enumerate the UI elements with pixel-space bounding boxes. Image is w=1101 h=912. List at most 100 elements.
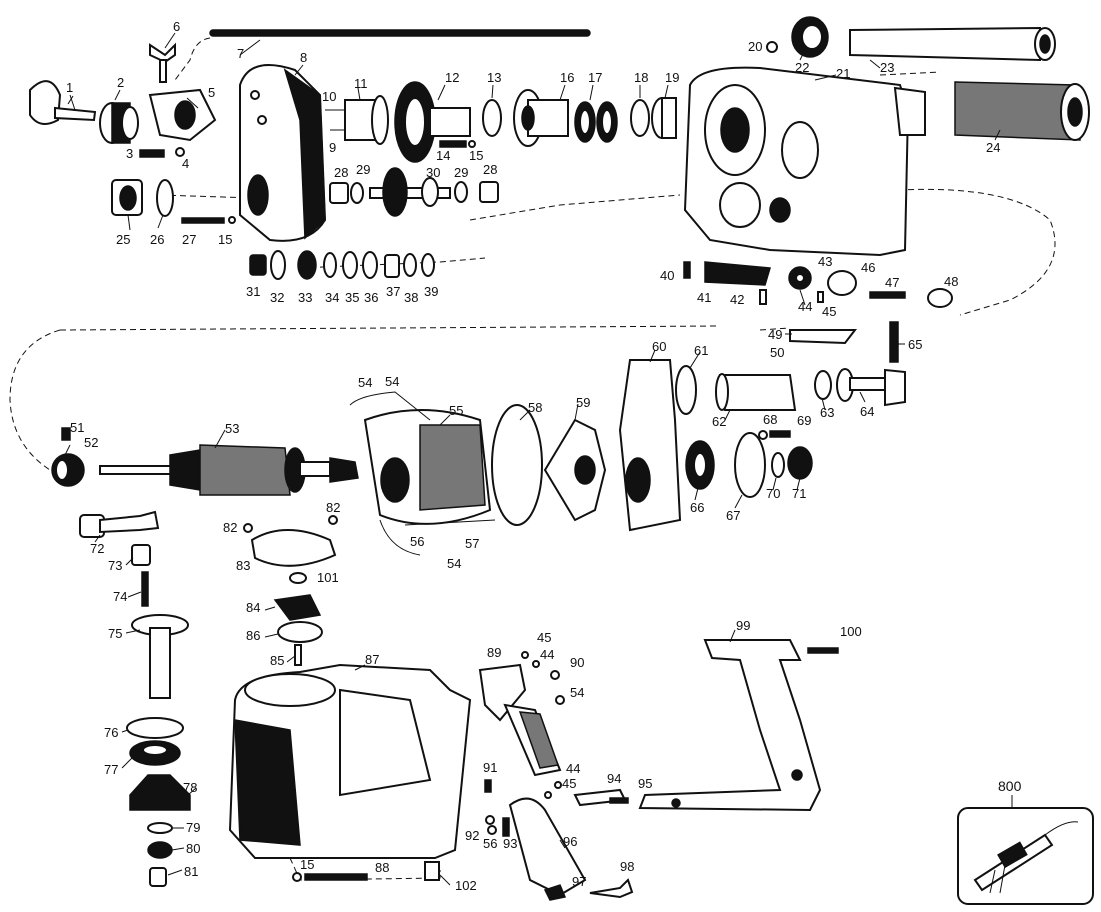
part-44-screw-c [554,781,562,789]
part-18-ring [630,99,650,137]
callout-2: 2 [117,75,124,90]
callout-63: 63 [820,405,834,420]
callout-36: 36 [364,290,378,305]
callout-97: 97 [572,874,586,889]
part-69-screw [769,430,791,438]
part-44-screw-b [532,660,540,668]
callout-800: 800 [998,778,1022,794]
callout-28b: 28 [483,162,497,177]
part-40-spring [683,261,691,279]
part-43-washer-hole [795,273,805,283]
callout-29: 29 [356,162,370,177]
part-66-bearing [685,440,715,490]
part-77-bearing [129,740,181,766]
callout-86: 86 [246,628,260,643]
part-7-depth-rod [209,29,591,37]
callout-68: 68 [763,412,777,427]
callout-15b: 15 [218,232,232,247]
part-75-crank-gear [131,614,189,699]
callout-85: 85 [270,653,284,668]
part-59-fan [543,418,607,522]
callout-101: 101 [317,570,339,585]
part-28-bushing [329,182,349,204]
callout-79: 79 [186,820,200,835]
callout-64: 64 [860,404,874,419]
part-68-washer [758,430,768,440]
callout-49: 49 [768,327,782,342]
part-56-terminal [487,825,497,835]
callout-28: 28 [334,165,348,180]
callout-102: 102 [455,878,477,893]
part-78-gear [129,774,191,811]
part-4-washer [175,147,185,157]
part-90-screw [550,670,560,680]
callout-19: 19 [665,70,679,85]
part-73-bushing [131,544,151,566]
part-60-end-bell [618,359,682,532]
callout-18: 18 [634,70,648,85]
part-71-nut [787,446,813,480]
part-93-screw [502,817,510,837]
callout-99: 99 [736,618,750,633]
part-100-screw [807,647,839,654]
callout-66: 66 [690,500,704,515]
callout-54d: 54 [570,685,584,700]
part-27-screw [181,217,225,224]
callout-23: 23 [880,60,894,75]
callout-92: 92 [465,828,479,843]
part-57-screw [404,519,496,526]
callout-5: 5 [208,85,215,100]
part-29-washer [350,182,364,204]
callout-14: 14 [436,148,450,163]
part-45-screw-c [544,791,552,799]
part-61-o-ring [675,365,697,415]
callout-75: 75 [108,626,122,641]
part-48-cap [927,288,953,308]
part-22-collar [791,16,829,58]
callout-44b: 44 [540,647,554,662]
part-16-spindle-housing [513,89,569,147]
part-76-ring [126,717,184,739]
part-1-chuck-key [29,80,97,125]
part-17-bearings [574,101,618,143]
callout-10: 10 [322,89,336,104]
part-80-nut [147,841,173,859]
callout-16: 16 [560,70,574,85]
part-55-field [349,391,492,556]
callout-100: 100 [840,624,862,639]
callout-6: 6 [173,19,180,34]
callout-71: 71 [792,486,806,501]
callout-25: 25 [116,232,130,247]
part-25-cap [111,179,143,216]
callout-59: 59 [576,395,590,410]
callout-39: 39 [424,284,438,299]
callout-88: 88 [375,860,389,875]
part-82-screw [243,523,253,533]
part-87-main-housing [228,663,472,859]
part-95-screw [609,797,629,804]
part-70-washer [771,452,785,478]
callout-44: 44 [798,299,812,314]
callout-93: 93 [503,836,517,851]
part-44-screw [817,291,824,303]
part-79-washer [147,822,173,834]
part-83-cover [250,529,337,567]
part-81-bushing [149,867,167,887]
part-3-screw [139,149,165,158]
callout-56b: 56 [483,836,497,851]
callout-44c: 44 [566,761,580,776]
callout-31: 31 [246,284,260,299]
part-62-cylinder [715,373,797,411]
part-23-handle-tube [849,26,1056,62]
callout-15c: 15 [300,857,314,872]
callout-76: 76 [104,725,118,740]
callout-69: 69 [797,413,811,428]
callout-89: 89 [487,645,501,660]
callout-1: 1 [66,80,73,95]
callout-98: 98 [620,859,634,874]
part-41-plate [704,261,771,286]
callout-34: 34 [325,290,339,305]
callout-47: 47 [885,275,899,290]
callout-57: 57 [465,536,479,551]
callout-22: 22 [795,60,809,75]
